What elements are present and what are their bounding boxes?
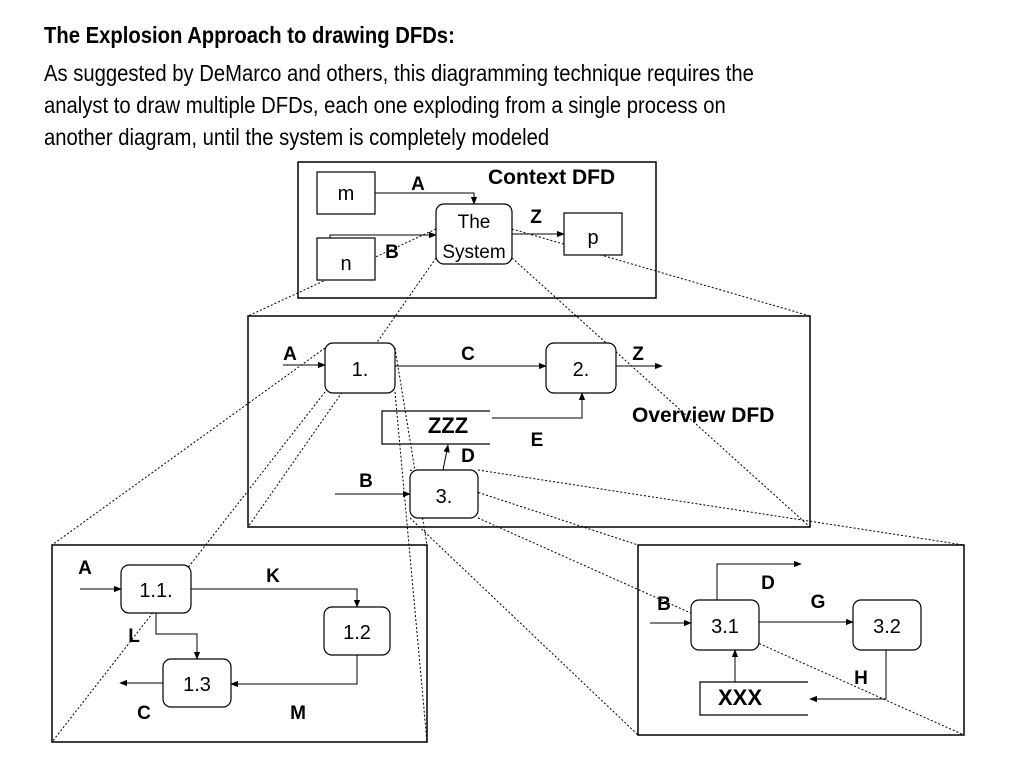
flow-e-arrow — [492, 392, 586, 419]
flow-d-label: D — [461, 446, 475, 467]
detail-1-dfd: 1.1. 1.2 1.3 A K L M C — [51, 544, 428, 743]
explosion-line — [394, 347, 428, 546]
entity-n-label: n — [340, 253, 351, 275]
flow-d-label: D — [761, 573, 775, 594]
flow-g-label: G — [811, 592, 826, 613]
process-3-label: 3. — [436, 486, 453, 508]
paragraph-line: analyst to draw multiple DFDs, each one … — [44, 92, 726, 118]
entity-p — [563, 212, 623, 256]
flow-d-arrow — [442, 444, 450, 471]
overview-dfd: Overview DFD 1. 2. 3. ZZZ A C Z E D B — [247, 315, 811, 528]
overview-title: Overview DFD — [632, 404, 774, 427]
flow-h-label: H — [854, 668, 868, 689]
process-3-1-label: 3.1 — [711, 616, 739, 638]
slide-paragraph: As suggested by DeMarco and others, this… — [44, 57, 924, 153]
entity-m — [316, 171, 376, 215]
explosion-line — [477, 469, 965, 546]
flow-a-label: A — [283, 344, 297, 365]
explosion-line — [394, 391, 428, 743]
flow-d-arrow — [716, 560, 802, 600]
flow-k-label: K — [266, 566, 280, 587]
flow-l-label: L — [128, 626, 140, 647]
flow-l-arrow — [155, 613, 201, 660]
flow-m-label: M — [290, 703, 306, 724]
explosion-line — [477, 517, 965, 736]
process-label-line1: The — [458, 212, 491, 233]
paragraph-line: As suggested by DeMarco and others, this… — [44, 60, 754, 86]
entity-n — [316, 237, 376, 281]
overview-frame — [247, 315, 811, 528]
process-2-label: 2. — [573, 359, 590, 381]
flow-b-label: B — [657, 594, 671, 615]
entity-p-label: p — [587, 227, 598, 249]
flow-a-arrow — [375, 192, 478, 205]
process-label-line2: System — [442, 242, 505, 263]
store-zzz-shape — [381, 410, 490, 445]
context-dfd: Context DFD m n p The System A B Z — [297, 161, 657, 299]
paragraph-line: another diagram, until the system is com… — [44, 124, 550, 150]
explosion-line — [409, 517, 639, 736]
flow-e-label: E — [531, 430, 544, 451]
detail-3-dfd: 3.1 3.2 XXX B D G H — [637, 544, 965, 736]
process-1-3-label: 1.3 — [183, 674, 211, 696]
detail-3-frame — [637, 544, 965, 736]
context-frame — [297, 161, 657, 299]
store-xxx-shape — [699, 681, 808, 716]
slide-heading: The Explosion Approach to drawing DFDs: — [44, 22, 455, 48]
process-1-label: 1. — [352, 359, 369, 381]
flow-a-label: A — [411, 174, 425, 195]
detail-1-frame — [51, 544, 428, 743]
entity-m-label: m — [338, 183, 355, 205]
store-xxx-label: XXX — [718, 685, 762, 710]
explosion-line — [511, 257, 811, 528]
context-title: Context DFD — [488, 166, 615, 189]
flow-c-label: C — [137, 703, 151, 724]
flow-b-arrow — [329, 231, 437, 239]
flow-a-label: A — [78, 558, 92, 579]
explosion-line — [51, 347, 326, 546]
flow-z-label: Z — [632, 344, 644, 365]
explosion-line — [247, 228, 437, 317]
flow-c-label: C — [461, 344, 475, 365]
flow-k-arrow — [191, 588, 361, 608]
flow-b-label: B — [385, 242, 399, 263]
flow-b-label: B — [359, 471, 373, 492]
flow-z-label: Z — [530, 207, 542, 228]
explosion-line — [511, 228, 811, 317]
flow-m-arrow — [230, 655, 358, 688]
process-3-2-label: 3.2 — [873, 616, 901, 638]
process-1-1-label: 1.1. — [139, 580, 172, 602]
store-zzz-label: ZZZ — [428, 413, 468, 438]
flow-h-arrow — [809, 650, 887, 703]
process-1-2-label: 1.2 — [343, 622, 371, 644]
